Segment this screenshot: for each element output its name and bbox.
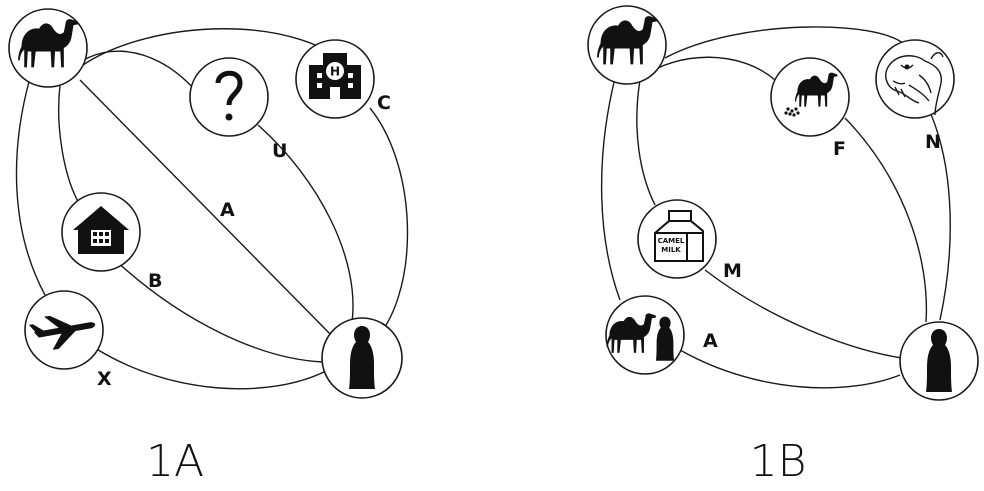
edge-outer-left-b (600, 77, 621, 301)
node-hospital: H (295, 39, 375, 119)
edge-label-n: N (925, 131, 941, 153)
node-house (61, 192, 141, 272)
node-camel-head (875, 39, 955, 119)
panel-label-1a: 1A (146, 436, 204, 487)
node-milk: CAMEL MILK (637, 199, 717, 279)
node-camel-b (587, 5, 667, 85)
milk-carton-icon: CAMEL MILK (654, 210, 704, 262)
airplane-icon (28, 315, 96, 350)
node-woman-b (899, 321, 979, 401)
edge-x (94, 347, 329, 390)
svg-text:H: H (330, 65, 340, 79)
edge-u (257, 124, 354, 323)
edge-outer-arc-top-b (664, 26, 906, 59)
edge-f (844, 117, 928, 323)
edge-c (369, 107, 409, 346)
house-icon (73, 206, 129, 254)
edge-label-a-b: A (703, 330, 718, 352)
camel-dropping-icon (784, 72, 838, 117)
node-woman (321, 317, 403, 399)
panel-1a: H (8, 8, 409, 487)
node-question (189, 57, 269, 137)
edge-m (704, 269, 903, 359)
edge-label-m: M (723, 260, 742, 282)
camel-head-icon (885, 52, 944, 116)
question-mark-icon (215, 70, 243, 121)
node-camel (8, 8, 88, 88)
edge-inner-left (58, 84, 81, 206)
edge-a-b (679, 349, 901, 389)
edge-label-b: B (148, 270, 162, 292)
node-camel-dropping (770, 57, 850, 137)
edge-label-u: U (272, 140, 287, 162)
edge-inner-left-b (636, 79, 656, 206)
edge-b (114, 259, 326, 363)
edge-label-x: X (97, 368, 112, 390)
node-airplane (24, 290, 104, 370)
svg-text:CAMEL: CAMEL (658, 237, 685, 245)
edge-a (79, 79, 339, 343)
node-camel-woman (605, 295, 685, 375)
svg-text:MILK: MILK (661, 246, 681, 254)
panel-1b: CAMEL MILK F N M A 1B (587, 5, 979, 487)
edge-outer-left (15, 77, 46, 296)
edge-label-a: A (220, 199, 235, 221)
hospital-icon: H (309, 53, 361, 99)
panel-label-1b: 1B (750, 436, 807, 487)
edge-label-c: C (377, 92, 391, 114)
edge-label-f: F (833, 138, 846, 160)
edge-n (929, 111, 951, 321)
